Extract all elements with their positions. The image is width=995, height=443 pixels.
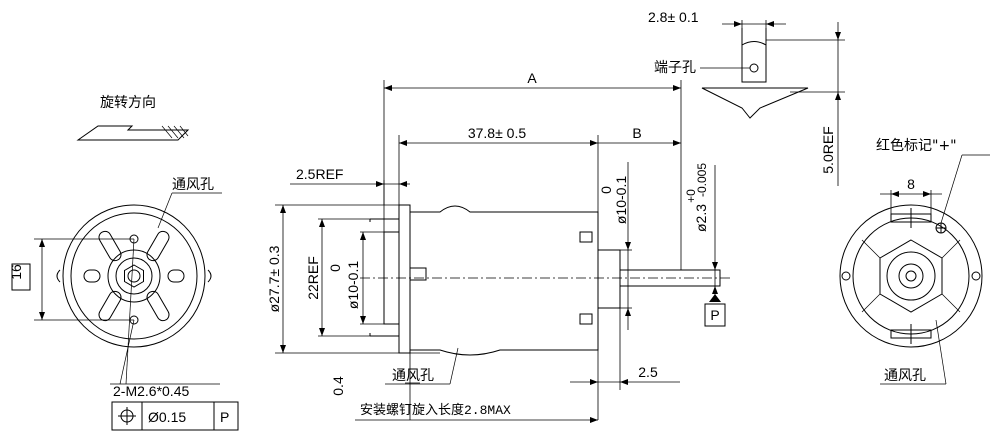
rotation-direction-label: 旋转方向 (100, 95, 156, 111)
dim-25-right: 2.5 (638, 364, 658, 380)
vent-hole-label-right: 通风孔 (884, 368, 926, 384)
left-ear (56, 269, 61, 283)
terminal-hole-icon (749, 63, 759, 73)
terminal-lug (741, 28, 767, 83)
fcf-datum-cell (213, 401, 239, 431)
mount-screw (579, 231, 593, 243)
dim-ref-50: 5.0REF (820, 126, 836, 173)
right-hex-boss (879, 239, 943, 313)
right-outer-circle (839, 204, 983, 348)
left-vent-slot (98, 290, 122, 322)
dim-terminal-width: 2.8± 0.1 (648, 9, 699, 25)
dim-dia-10-right: ø10-0.1 (613, 176, 629, 224)
datum-p-box (704, 303, 726, 327)
vent-hole-label-center: 通风孔 (392, 368, 434, 384)
dim-dia-23: ø2.3 (693, 204, 709, 232)
dim-body-length: 37.8± 0.5 (468, 125, 526, 141)
right-hub-outer (886, 251, 936, 301)
vent-hole-label-left: 通风孔 (172, 177, 214, 193)
front-boss (597, 249, 621, 309)
dim-dia-277: ø27.7± 0.3 (266, 245, 282, 312)
tol-plus: +0 (684, 189, 698, 203)
datum-p: P (710, 307, 719, 323)
terminal-detail: 2.8± 0.1 端子孔 5.0REF (648, 9, 845, 186)
dim-ref-25: 2.5REF (296, 166, 343, 182)
tol-0-right: 0 (598, 186, 614, 194)
tol-minus: -0.005 (695, 163, 709, 197)
dim-8: 8 (907, 176, 915, 192)
left-hex-nut (124, 264, 144, 288)
left-end-view: 16 通风孔 旋转方向 2-M2.6*0.45 Ø0.15 P (8, 95, 239, 431)
right-inner-circle (852, 217, 970, 335)
left-vent-slot (98, 230, 122, 262)
terminal-hole-label: 端子孔 (654, 60, 696, 76)
rotation-arrow-icon (76, 125, 190, 141)
left-ear (207, 269, 212, 283)
left-inner-circle (70, 212, 198, 340)
left-vent-slot (146, 290, 170, 322)
dim-ref-22: 22REF (305, 256, 321, 300)
right-hub-mid (898, 263, 924, 289)
left-outer-circle (62, 204, 206, 348)
motor-can (410, 205, 599, 356)
dim-16: 16 (8, 264, 24, 280)
dim-16-box (11, 263, 31, 291)
tol-0-left: 0 (327, 264, 343, 272)
left-hub-outer (107, 249, 161, 303)
fcf-value-cell (141, 401, 215, 431)
dim-dia-10-left: ø10-0.1 (345, 261, 361, 309)
left-shaft (127, 269, 141, 283)
left-vent-slot (167, 269, 185, 283)
tolerance-value: Ø0.15 (148, 409, 186, 425)
dim-A: A (527, 70, 537, 86)
side-view: A 37.8± 0.5 B 2.5REF ø27.7± 0.3 22REF (266, 70, 730, 423)
dim-04: 0.4 (330, 376, 346, 396)
red-mark-label: 红色标记"+" (876, 137, 957, 154)
dim-B: B (632, 125, 641, 141)
right-shaft (905, 270, 917, 282)
terminal-base (701, 87, 809, 119)
fcf-symbol-cell (111, 401, 143, 431)
left-vent-slot (146, 230, 170, 262)
end-cap-plate (398, 204, 411, 354)
right-end-view: 红色标记"+" 8 通风孔 (839, 137, 990, 385)
screw-depth-label: 安装螺钉旋入长度2.8MAX (360, 402, 511, 418)
mount-screw (579, 313, 593, 325)
left-vent-slot (83, 269, 101, 283)
thread-spec: 2-M2.6*0.45 (113, 383, 189, 399)
left-hub-mid (115, 257, 153, 295)
terminal-tab (409, 267, 427, 281)
tolerance-datum: P (220, 409, 229, 425)
